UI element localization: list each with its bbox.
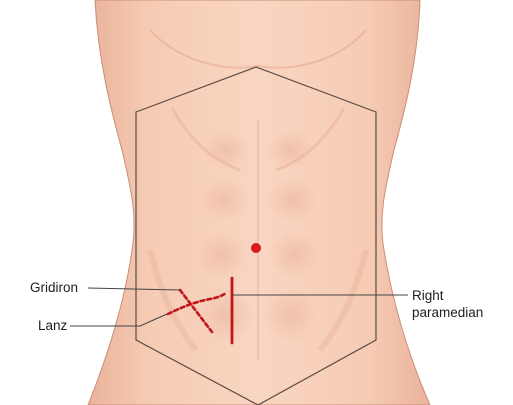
gridiron-label: Gridiron (30, 280, 78, 295)
rectus-muscle-shading (196, 120, 320, 360)
right-paramedian-label-line1: Right (412, 288, 444, 303)
right-paramedian-label-line2: paramedian (412, 305, 483, 320)
lanz-label: Lanz (38, 318, 68, 333)
umbilicus-dot (251, 243, 261, 253)
